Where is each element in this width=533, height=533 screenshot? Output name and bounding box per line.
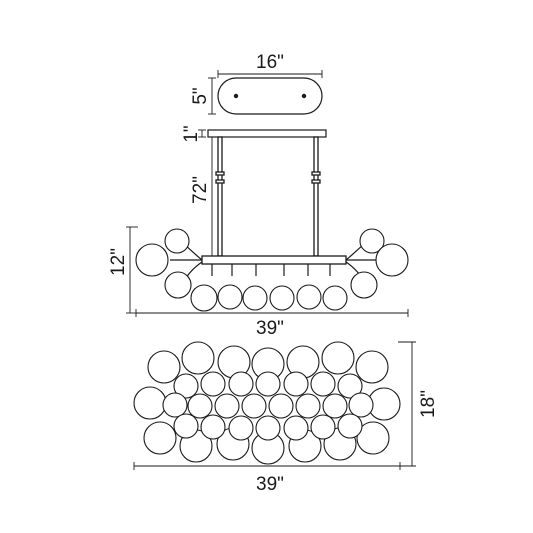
center-bar [201, 255, 347, 265]
bottom-globes [133, 341, 401, 465]
fixture-height-label: 12" [108, 248, 129, 276]
side-globes [135, 228, 409, 312]
fixture-side-view: 1" 72" [108, 125, 409, 339]
bottom-width-label: 39" [256, 474, 284, 495]
canopy-plate-outline [217, 77, 323, 115]
canopy-side [207, 129, 327, 138]
suspension-rods [215, 136, 321, 257]
canopy-mount-hole [301, 93, 307, 99]
max-drop-label: 72" [190, 176, 211, 204]
fixture-bottom-view: 18" 39" [133, 341, 439, 495]
bottom-depth-label: 18" [418, 390, 439, 418]
canopy-width-label: 16" [256, 52, 284, 73]
canopy-top-view: 16" 5" [190, 52, 323, 115]
fixture-width-label: 39" [256, 318, 284, 339]
canopy-height-label: 1" [181, 125, 202, 142]
canopy-depth-label: 5" [190, 87, 211, 104]
canopy-mount-hole [233, 93, 239, 99]
